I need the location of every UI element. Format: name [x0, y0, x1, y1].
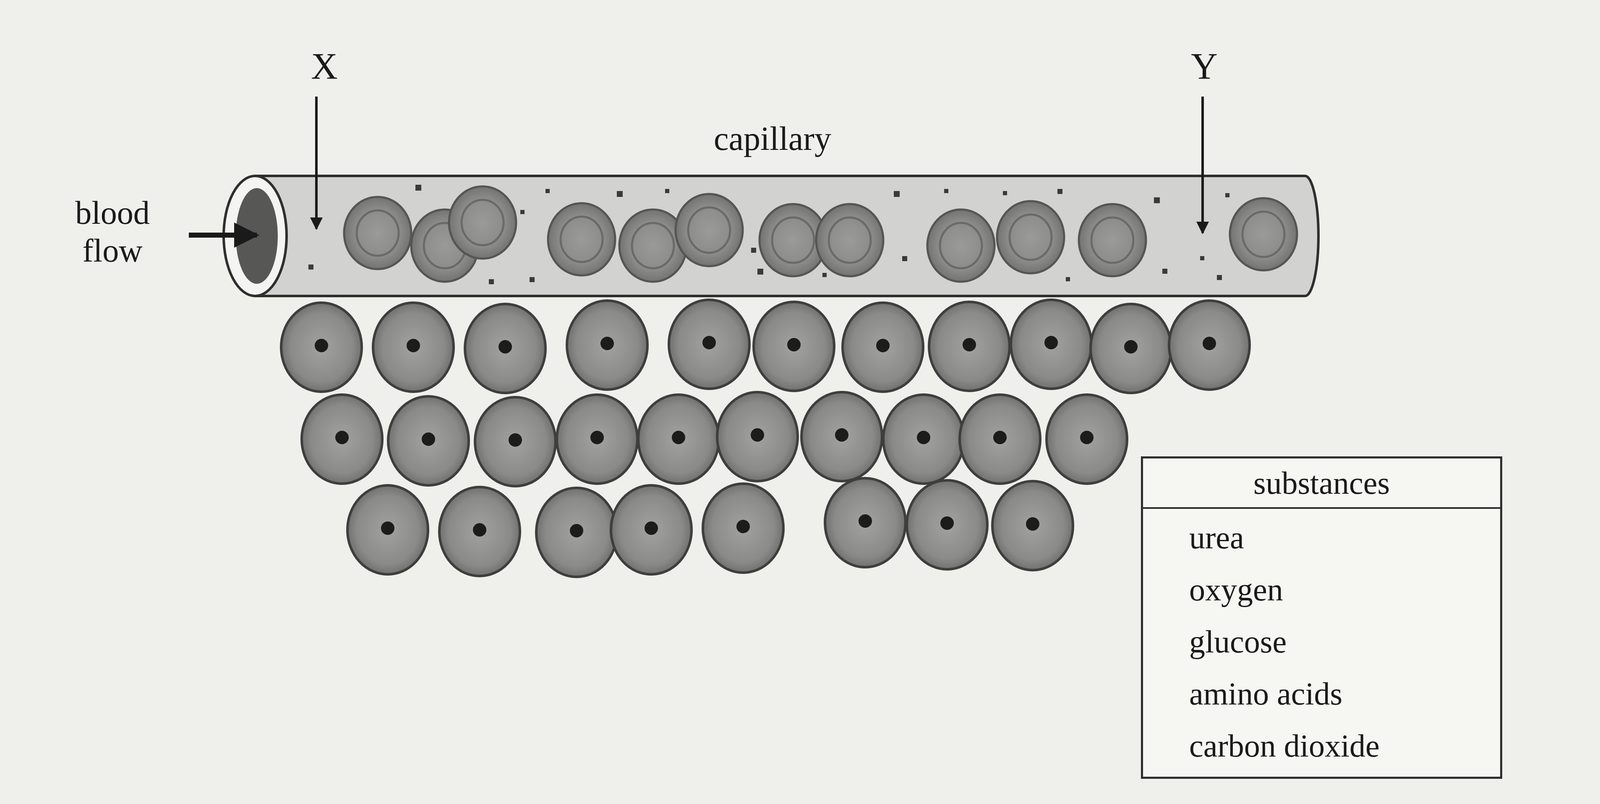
table-body: ureaoxygenglucoseamino acidscarbon dioxi… — [1143, 508, 1501, 777]
point-label: Y — [1190, 44, 1218, 88]
substances-table: substancesureaoxygenglucoseamino acidsca… — [1140, 456, 1503, 779]
flow-label: blood flow — [60, 193, 165, 269]
table-cell: glucose — [1189, 615, 1501, 668]
tissue-cells — [281, 299, 1250, 577]
vessel-label: capillary — [713, 119, 832, 158]
flow-arrow — [188, 232, 257, 238]
table-heading: substances — [1143, 458, 1501, 509]
capillary-wall — [255, 175, 1319, 296]
table-cell: urea — [1189, 511, 1501, 564]
point-label: X — [310, 44, 338, 88]
pointer-arrow — [315, 96, 318, 229]
table-cell: amino acids — [1189, 667, 1501, 720]
table-cell: oxygen — [1189, 563, 1501, 616]
plasma-particles — [308, 184, 1230, 285]
table-cell: carbon dioxide — [1189, 719, 1501, 772]
red-blood-cells — [344, 186, 1298, 282]
pointer-arrow — [1201, 96, 1204, 233]
